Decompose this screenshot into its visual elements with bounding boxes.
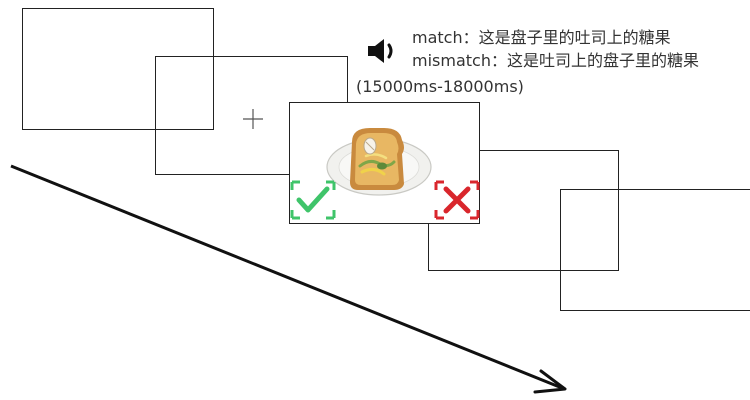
match-sentence: match：这是盘子里的吐司上的糖果	[412, 28, 671, 47]
toast-on-plate-image	[326, 128, 432, 196]
duration-label: (15000ms-18000ms)	[356, 77, 524, 96]
trial-frame-5	[560, 189, 750, 311]
x-mark-icon	[434, 180, 480, 220]
mismatch-sentence: mismatch：这是吐司上的盘子里的糖果	[412, 51, 699, 70]
fixation-cross-icon	[243, 109, 263, 129]
speaker-icon	[368, 39, 393, 63]
check-mark-icon	[290, 180, 336, 220]
trial-frame-1	[22, 8, 214, 130]
